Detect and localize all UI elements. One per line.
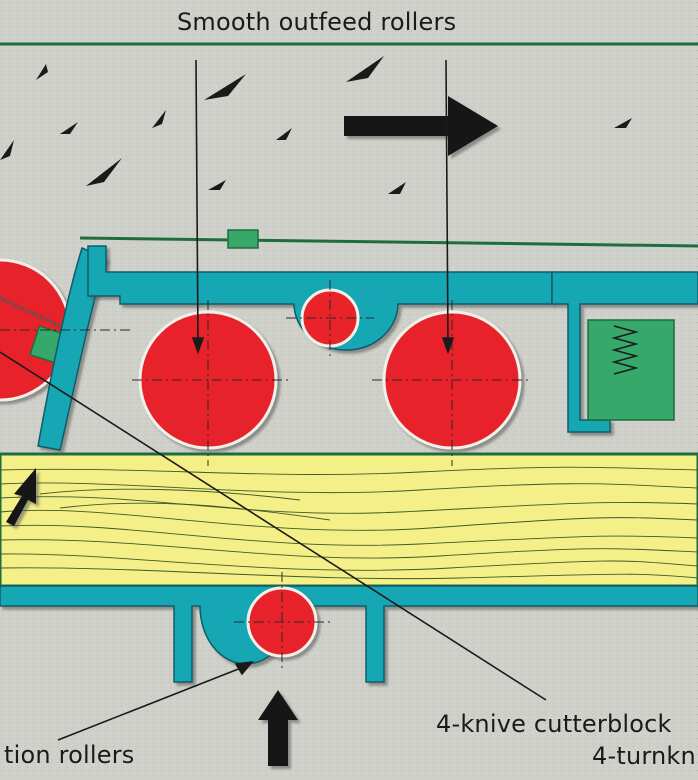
center-lines [0, 280, 532, 672]
chip [36, 64, 48, 80]
leader-lines [0, 59, 547, 741]
pressure-up-arrow [258, 690, 298, 766]
label-4-turnknife: 4-turnkn [592, 742, 696, 770]
spring-coil [611, 325, 639, 375]
cutter-knife [0, 296, 61, 328]
chip [152, 110, 166, 128]
wood-chips [0, 56, 632, 194]
chip [204, 74, 246, 100]
upper-rail-line [79, 236, 698, 248]
feed-direction-arrow [344, 96, 498, 156]
label-smooth-outfeed-rollers: Smooth outfeed rollers [177, 8, 457, 36]
label-infeed-rollers: tion rollers [4, 741, 135, 769]
chip [0, 140, 14, 160]
chip [388, 182, 406, 194]
wood-board [0, 452, 698, 588]
chip [276, 128, 292, 140]
label-4-knive-cutterblock: 4-knive cutterblock [436, 710, 672, 738]
chip [60, 122, 78, 134]
rail-block [227, 229, 259, 249]
chip [614, 118, 632, 128]
chip [86, 158, 122, 186]
chip [208, 180, 226, 190]
chip [346, 56, 384, 82]
pressure-shoe [37, 246, 107, 451]
infeed-arrow [6, 468, 36, 526]
